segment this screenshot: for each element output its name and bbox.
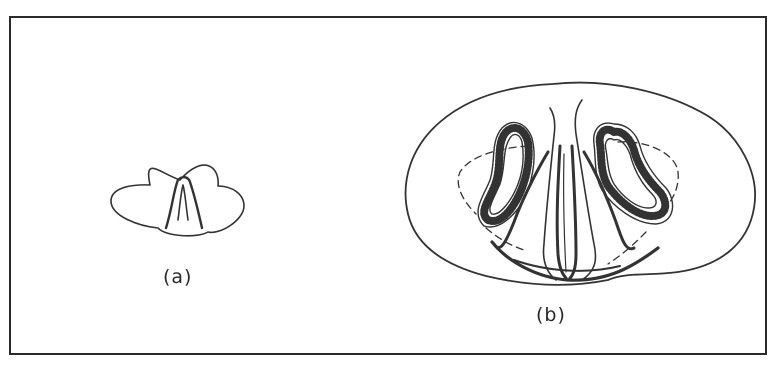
diagram-b-septum-right	[570, 146, 576, 278]
diagram-b-columella-left	[544, 108, 557, 280]
figure-drawing	[8, 4, 768, 356]
diagram-a-outline	[111, 165, 244, 236]
diagram-b-columella-right	[575, 100, 595, 280]
diagram-b-septum-left	[557, 146, 566, 278]
figure-frame: (a) (b)	[8, 4, 768, 356]
diagram-a-columella	[166, 177, 202, 228]
caption-a: (a)	[163, 266, 192, 288]
diagram-a-septum	[178, 185, 188, 220]
diagram-b	[406, 83, 755, 285]
caption-b: (b)	[536, 304, 566, 326]
diagram-b-septum-inner	[564, 154, 566, 272]
diagram-a	[111, 165, 244, 236]
